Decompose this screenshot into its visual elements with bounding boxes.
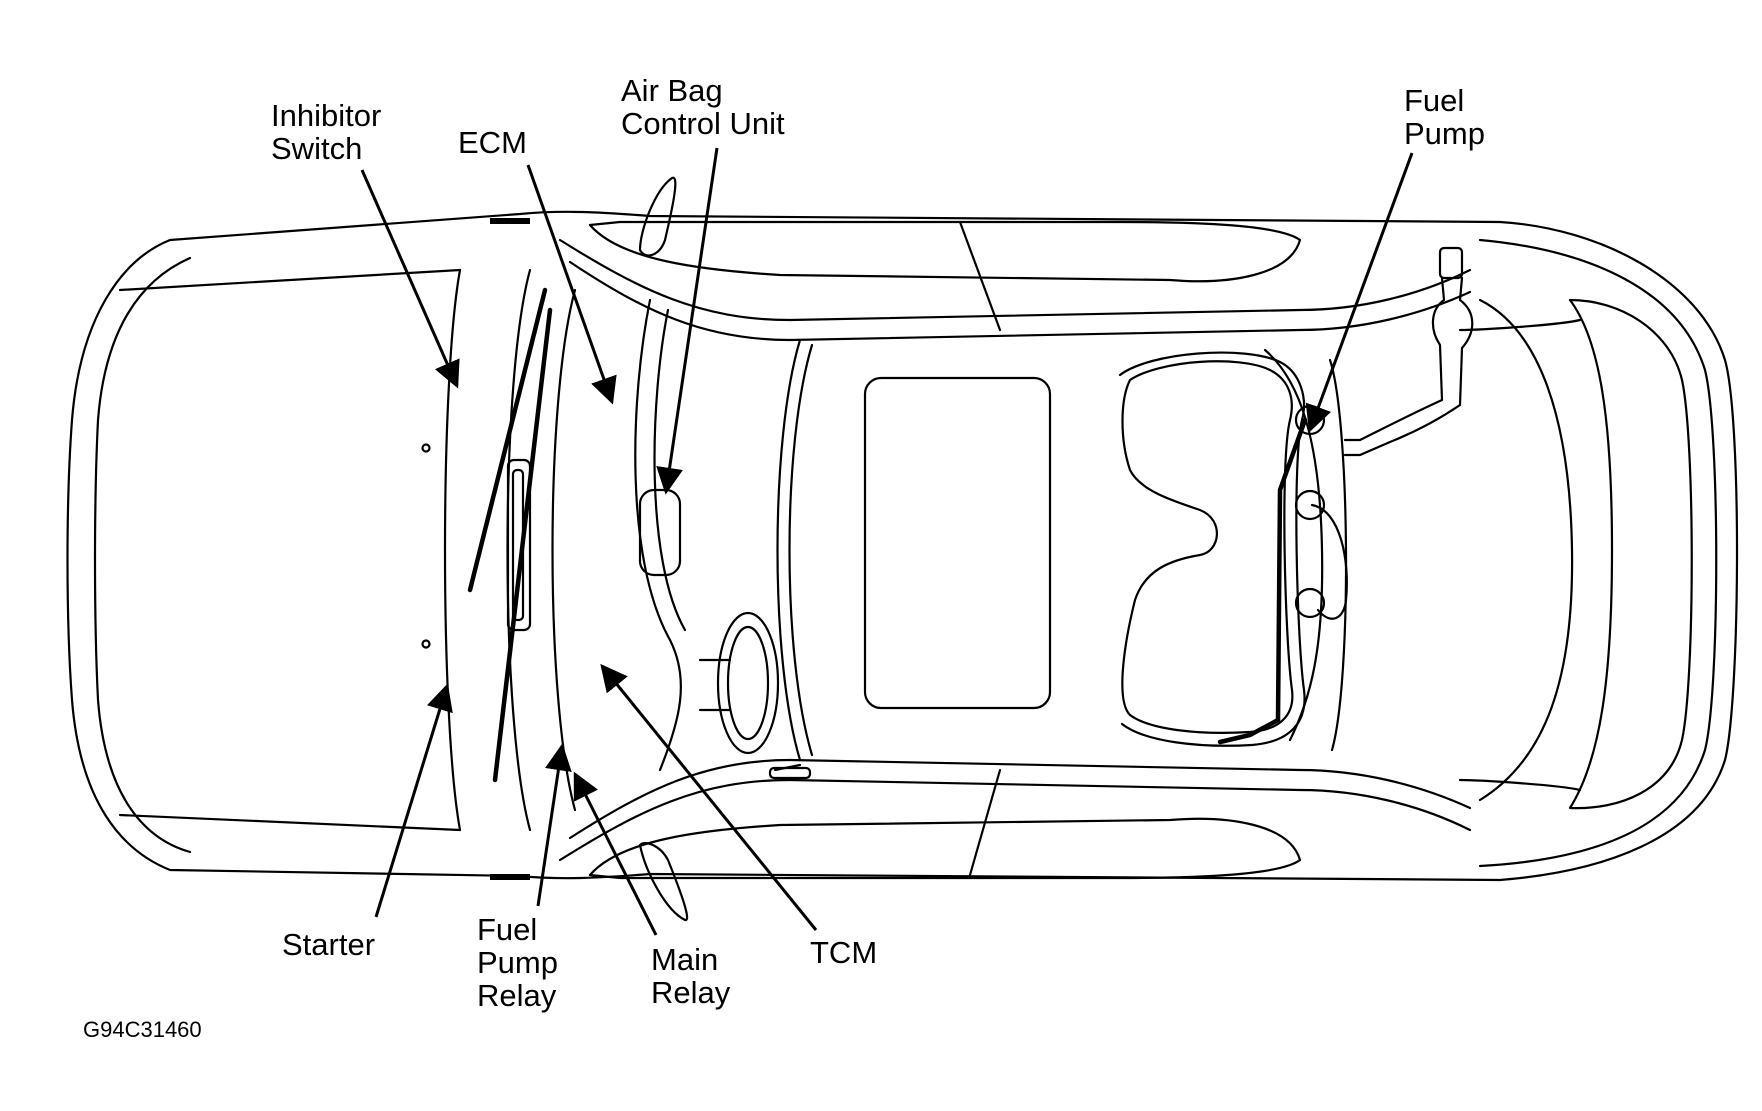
- label-line: Inhibitor: [271, 98, 382, 133]
- label-line: Pump: [477, 945, 558, 980]
- interior-dashboard: [634, 298, 812, 780]
- label-line: Pump: [1404, 116, 1485, 151]
- leader-fuel-pump: [1305, 152, 1414, 433]
- label-inhibitor-switch: Inhibitor Switch: [271, 99, 381, 165]
- leader-inhibitor-switch: [360, 169, 460, 389]
- label-main-relay: Main Relay: [651, 943, 730, 1009]
- label-line: ECM: [458, 125, 527, 160]
- label-line: Fuel: [477, 912, 538, 947]
- label-starter: Starter: [282, 928, 375, 961]
- label-line: Switch: [271, 131, 363, 166]
- fuel-filler-neck: [1343, 246, 1474, 457]
- label-fuel-pump-relay: Fuel Pump Relay: [477, 913, 558, 1012]
- hood: [118, 268, 462, 832]
- front-bumper-mark: [490, 218, 530, 224]
- trunk: [1458, 298, 1693, 810]
- leader-ecm: [526, 164, 617, 405]
- leader-starter: [374, 683, 453, 918]
- label-line: Fuel: [1404, 83, 1465, 118]
- front-bumper-mark: [490, 874, 530, 880]
- leader-fuel-pump-relay: [536, 743, 572, 907]
- label-line: TCM: [810, 935, 878, 970]
- label-line: Main: [651, 942, 719, 977]
- label-ecm: ECM: [458, 126, 527, 159]
- fuel-tank: [1118, 348, 1348, 752]
- door-windows: [588, 220, 1302, 880]
- car-body-outline: [66, 210, 1739, 882]
- windshield: [467, 268, 577, 832]
- leader-tcm: [600, 663, 818, 931]
- label-line: Starter: [282, 927, 376, 962]
- label-line: Control Unit: [621, 106, 785, 141]
- label-line: Relay: [477, 978, 557, 1013]
- label-tcm: TCM: [810, 936, 877, 969]
- roof-and-pillars: [558, 238, 1472, 862]
- label-fuel-pump: Fuel Pump: [1404, 84, 1485, 150]
- leader-main-relay: [573, 771, 658, 936]
- leader-air-bag-control-unit: [656, 147, 719, 495]
- figure-code: G94C31460: [83, 1017, 202, 1042]
- sunroof: [863, 376, 1052, 710]
- label-line: Air Bag: [621, 73, 723, 108]
- label-line: Relay: [651, 975, 731, 1010]
- side-mirrors: [638, 176, 689, 922]
- label-air-bag-control-unit: Air Bag Control Unit: [621, 74, 785, 140]
